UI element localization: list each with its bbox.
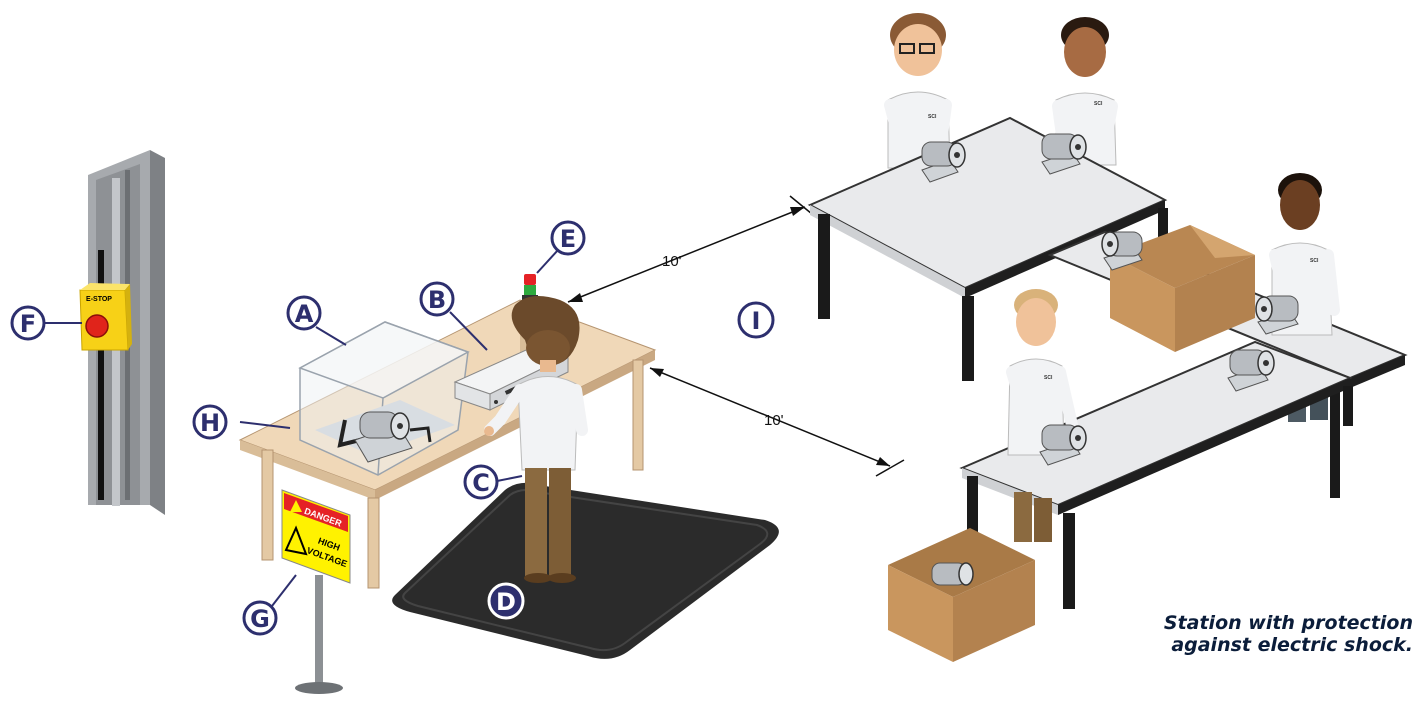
callout-g: G [242, 600, 278, 636]
anti-fatigue-mat [392, 482, 779, 659]
callout-i: I [737, 301, 775, 339]
callout-c: C [463, 464, 499, 500]
worker-at-station [484, 296, 588, 583]
motor-back-2 [1041, 133, 1087, 175]
danger-sign: DANGER HIGH VOLTAGE [281, 489, 351, 694]
motor-back-1 [921, 141, 966, 183]
cardboard-box-back [1110, 225, 1255, 352]
svg-text:I: I [752, 307, 761, 335]
motor-front-1 [1039, 424, 1087, 466]
distance-lower: 10' [649, 367, 905, 477]
e-stop-button-box: E-STOP [79, 283, 132, 351]
svg-text:SCI: SCI [1044, 375, 1053, 381]
motor-front-2 [1227, 349, 1275, 392]
svg-text:E: E [560, 225, 576, 253]
svg-text:G: G [250, 605, 270, 633]
svg-text:C: C [472, 469, 490, 497]
motor-right-2 [1255, 295, 1299, 335]
svg-text:SCI: SCI [928, 114, 937, 120]
callout-h: H [192, 404, 228, 440]
callout-e: E [550, 220, 586, 256]
distance-lower-label: 10' [764, 412, 784, 429]
svg-text:SCI: SCI [1310, 258, 1319, 264]
svg-text:SCI: SCI [1094, 101, 1103, 107]
svg-text:H: H [200, 409, 220, 437]
svg-text:A: A [295, 300, 314, 328]
distance-upper: 10' [567, 195, 813, 303]
motor-in-enclosure [337, 411, 432, 463]
callout-a: A [286, 295, 322, 331]
svg-text:F: F [20, 310, 36, 338]
cardboard-box-front [888, 528, 1035, 662]
caption-line-1: Station with protection [1163, 612, 1413, 634]
svg-text:D: D [496, 588, 516, 616]
figure-caption: Station with protection against electric… [1164, 612, 1413, 656]
caption-line-2: against electric shock. [1171, 634, 1413, 656]
motor-right-1 [1101, 231, 1143, 271]
callout-b: B [419, 281, 455, 317]
callout-d: D [487, 582, 525, 620]
callout-f: F [10, 305, 46, 341]
e-stop-label: E-STOP [86, 296, 112, 303]
svg-text:B: B [428, 286, 446, 314]
e-stop-red-button [85, 314, 109, 338]
distance-upper-label: 10' [662, 253, 682, 270]
